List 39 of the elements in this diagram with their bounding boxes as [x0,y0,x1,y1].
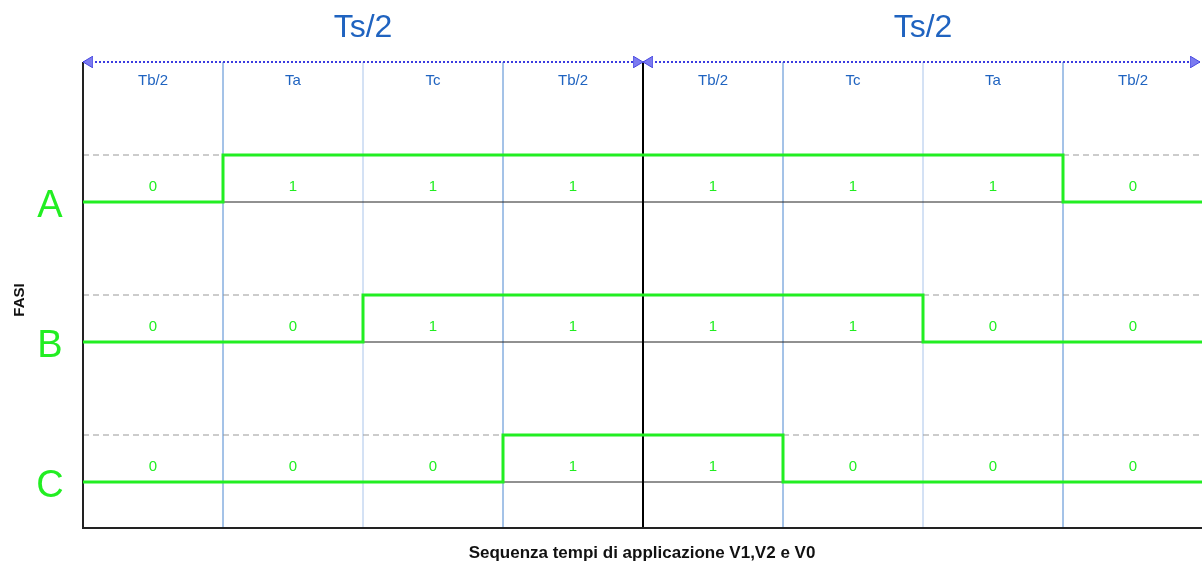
state-value: 0 [988,457,998,473]
state-value: 0 [1128,457,1138,473]
state-value: 1 [708,177,718,193]
state-value: 1 [708,317,718,333]
interval-label: Tb/2 [138,71,168,87]
interval-label: Ta [985,71,1001,87]
state-value: 1 [988,177,998,193]
phase-label: B [37,325,63,363]
state-value: 1 [428,177,438,193]
interval-label: Tc [425,71,441,87]
state-value: 1 [848,177,858,193]
interval-label: Tc [845,71,861,87]
axis-title: FASI [10,283,26,317]
state-value: 0 [148,457,158,473]
state-value: 0 [988,317,998,333]
state-value: 1 [288,177,298,193]
state-value: 0 [1128,317,1138,333]
state-value: 1 [428,317,438,333]
state-value: 0 [848,457,858,473]
state-value: 1 [568,457,578,473]
phase-label: C [36,465,64,503]
interval-label: Tb/2 [698,71,728,87]
interval-label: Tb/2 [1118,71,1148,87]
axis-title: Sequenza tempi di applicazione V1,V2 e V0 [468,543,816,561]
period-label: Ts/2 [333,10,393,42]
state-value: 0 [148,317,158,333]
period-label: Ts/2 [893,10,953,42]
state-value: 1 [708,457,718,473]
state-value: 1 [568,317,578,333]
state-value: 0 [288,457,298,473]
state-value: 1 [568,177,578,193]
interval-label: Tb/2 [558,71,588,87]
state-value: 0 [1128,177,1138,193]
state-value: 0 [148,177,158,193]
state-value: 0 [288,317,298,333]
phase-label: A [37,185,63,223]
state-value: 0 [428,457,438,473]
state-value: 1 [848,317,858,333]
interval-label: Ta [285,71,301,87]
